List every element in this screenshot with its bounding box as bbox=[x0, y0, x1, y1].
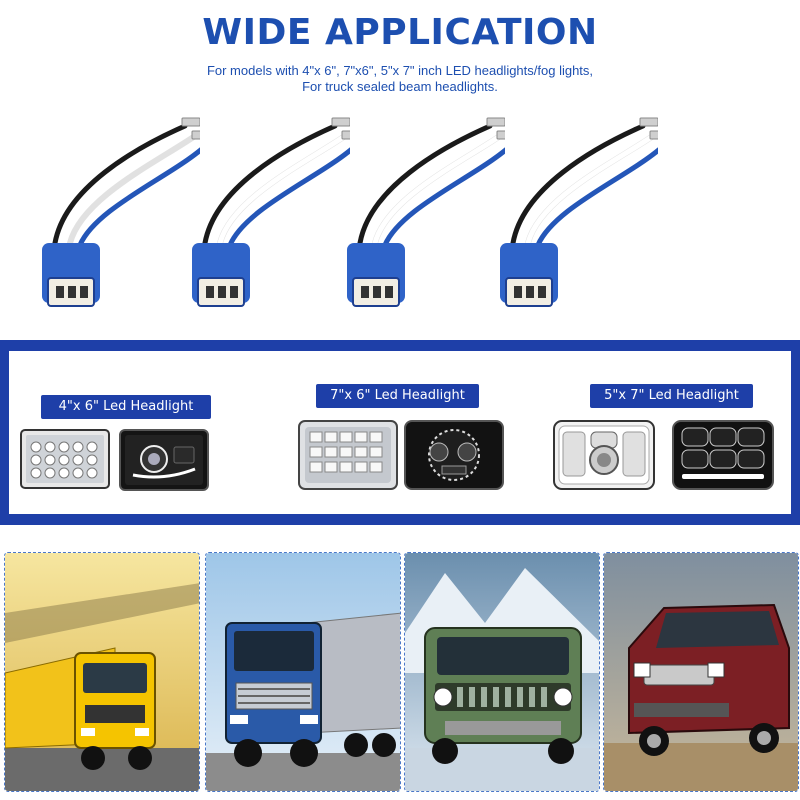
headlight-5x7-black-icon bbox=[672, 420, 774, 490]
yellow-truck-photo bbox=[4, 552, 200, 792]
yellow-truck-icon bbox=[5, 553, 199, 791]
vehicle-photo-row bbox=[0, 552, 800, 800]
size-label-5x7: 5"x 7" Led Headlight bbox=[590, 384, 753, 408]
wiring-harness-icon bbox=[42, 117, 200, 307]
page-title: WIDE APPLICATION bbox=[202, 12, 598, 53]
wiring-harness-icon bbox=[192, 117, 350, 307]
headlight-7x6-black-icon bbox=[404, 420, 504, 490]
red-suv-photo bbox=[603, 552, 799, 792]
green-suv-photo bbox=[404, 552, 600, 792]
harness-row bbox=[0, 108, 800, 328]
headlight-7x6-clear-icon bbox=[298, 420, 398, 490]
headlight-4x6-black-icon bbox=[119, 429, 209, 491]
subtitle-line-2: For truck sealed beam headlights. bbox=[302, 79, 498, 94]
size-label-4x6: 4"x 6" Led Headlight bbox=[41, 395, 211, 419]
headlight-5x7-white-icon bbox=[553, 420, 655, 490]
green-suv-icon bbox=[405, 553, 599, 791]
size-label-7x6: 7"x 6" Led Headlight bbox=[316, 384, 479, 408]
subtitle-line-1: For models with 4"x 6", 7"x6", 5"x 7" in… bbox=[206, 63, 594, 78]
blue-truck-icon bbox=[206, 553, 400, 791]
wiring-harness-icon bbox=[347, 117, 505, 307]
size-compatibility-band: 4"x 6" Led Headlight 7"x 6" Led Headligh… bbox=[0, 340, 800, 525]
size-compatibility-panel: 4"x 6" Led Headlight 7"x 6" Led Headligh… bbox=[9, 351, 791, 514]
red-suv-icon bbox=[604, 553, 798, 791]
blue-truck-photo bbox=[205, 552, 401, 792]
headlight-4x6-clear-icon bbox=[20, 429, 110, 489]
wiring-harness-icon bbox=[500, 117, 658, 307]
